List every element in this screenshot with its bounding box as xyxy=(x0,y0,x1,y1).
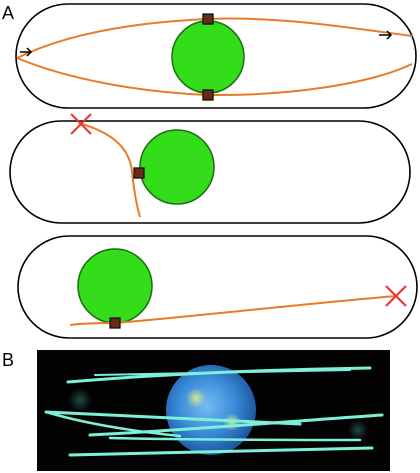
microtubule-bundle xyxy=(44,366,384,457)
background-glow xyxy=(68,388,92,412)
cell-3 xyxy=(17,235,418,339)
microtubule xyxy=(81,123,141,218)
anchor-bottom xyxy=(202,89,214,101)
nucleus xyxy=(139,129,215,205)
cell-1 xyxy=(15,3,417,109)
arrow-right-icon xyxy=(379,30,393,40)
microtubule xyxy=(69,295,397,326)
anchor xyxy=(133,167,145,179)
micrograph xyxy=(37,350,390,471)
nucleus xyxy=(171,20,245,94)
background-glow xyxy=(348,420,368,440)
arrow-right-icon xyxy=(20,47,33,57)
red-cross-icon xyxy=(385,285,407,307)
panel-label-b: B xyxy=(2,350,14,370)
anchor xyxy=(109,317,121,329)
cell-2 xyxy=(9,113,411,224)
anchor-top xyxy=(202,13,214,25)
nucleus xyxy=(166,365,256,455)
nucleus xyxy=(77,248,153,324)
nucleus-spot xyxy=(186,388,206,408)
red-cross-icon xyxy=(70,113,92,135)
panel-label-a: A xyxy=(2,3,14,23)
